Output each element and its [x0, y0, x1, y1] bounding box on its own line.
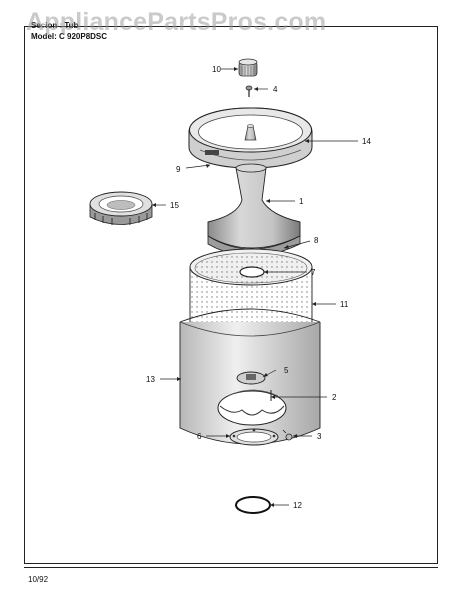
footer-rule — [24, 567, 438, 568]
part-screw — [245, 85, 253, 97]
model-label: Model: — [31, 32, 57, 41]
section-prefix: Se — [31, 21, 41, 30]
callout-9: 9 — [176, 165, 181, 174]
section-heading: Secion : Tub — [31, 21, 79, 30]
part-cap — [238, 58, 258, 77]
part-outer-tub — [179, 308, 321, 445]
part-fabric-softener-cap — [89, 191, 153, 225]
section-label: ion — [45, 21, 58, 30]
model-value: C 920P8DSC — [59, 32, 108, 41]
leader-arrowheads — [152, 67, 316, 507]
model-heading: Model: C 920P8DSC — [31, 32, 107, 41]
section-value: Tub — [64, 21, 79, 30]
callout-5: 5 — [284, 366, 289, 375]
callout-1: 1 — [299, 197, 304, 206]
callout-11: 11 — [340, 300, 349, 309]
callout-14: 14 — [362, 137, 371, 146]
part-agitator — [207, 163, 301, 257]
callout-12: 12 — [293, 501, 302, 510]
part-o-ring — [235, 496, 271, 514]
callout-2: 2 — [332, 393, 337, 402]
callout-6: 6 — [197, 432, 202, 441]
callout-7: 7 — [311, 268, 316, 277]
diagram-frame — [24, 26, 438, 564]
callout-15: 15 — [170, 201, 179, 210]
part-seal-ring — [239, 266, 265, 278]
revision-date: 10/92 — [28, 575, 49, 584]
watermark: AppliancePartsPros.com — [26, 8, 327, 36]
part-bolt — [282, 429, 293, 441]
callout-13: 13 — [146, 375, 155, 384]
callout-3: 3 — [317, 432, 322, 441]
callout-10: 10 — [212, 65, 221, 74]
part-balance-ring — [188, 107, 313, 169]
callout-4: 4 — [273, 85, 278, 94]
callout-8: 8 — [314, 236, 319, 245]
part-gasket — [229, 428, 279, 446]
